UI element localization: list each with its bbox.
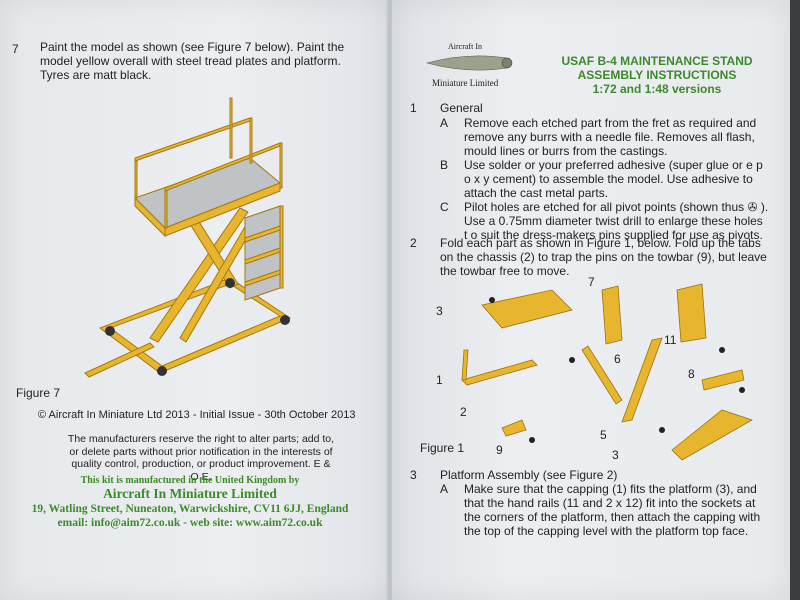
- step7-text: Paint the model as shown (see Figure 7 b…: [40, 40, 345, 82]
- fig1-callout-9: 9: [496, 443, 503, 457]
- item-3a-text: Make sure that the capping (1) fits the …: [464, 482, 761, 538]
- logo-text-bottom: Miniature Limited: [432, 78, 499, 88]
- item-b-text: Use solder or your preferred adhesive (s…: [464, 158, 763, 200]
- item-a-text: Remove each etched part from the fret as…: [464, 116, 757, 158]
- section3-title: Platform Assembly (see Figure 2): [440, 468, 618, 482]
- company-contact: email: info@aim72.co.uk - web site: www.…: [57, 517, 323, 529]
- step7-number: 7: [12, 42, 19, 56]
- section2-text: Fold each part as shown in Figure 1, bel…: [440, 236, 767, 278]
- item-3a-letter: A: [440, 482, 449, 496]
- disclaimer: The manufacturers reserve the right to a…: [67, 433, 335, 483]
- page-gutter: [386, 0, 394, 600]
- copyright-line: © Aircraft In Miniature Ltd 2013 - Initi…: [38, 409, 356, 421]
- section2-number: 2: [410, 236, 417, 250]
- figure7-label: Figure 7: [16, 386, 61, 400]
- fig1-callout-8: 8: [688, 367, 695, 381]
- fig1-callout-3b: 3: [612, 448, 619, 462]
- figure1-fold-diagram: [461, 283, 753, 461]
- item-c-text: Pilot holes are etched for all pivot poi…: [464, 200, 769, 242]
- section3-number: 3: [410, 468, 417, 482]
- doc-title: USAF B-4 MAINTENANCE STAND: [561, 54, 753, 68]
- fig1-callout-7: 7: [588, 275, 595, 289]
- fig1-callout-3a: 3: [436, 304, 443, 318]
- company-address: 19, Watling Street, Nuneaton, Warwickshi…: [31, 503, 349, 515]
- left-page: 7 Paint the model as shown (see Figure 7…: [0, 0, 388, 600]
- doc-subtitle: ASSEMBLY INSTRUCTIONS: [577, 68, 737, 82]
- company-name: Aircraft In Miniature Limited: [103, 486, 277, 501]
- figure7-maintenance-stand-illustration: [84, 97, 292, 378]
- section1-number: 1: [410, 101, 417, 115]
- made-in-uk-line: This kit is manufactured in the United K…: [80, 475, 300, 486]
- right-page: Aircraft In Miniature Limited USAF B-4 M…: [392, 0, 790, 600]
- item-b-letter: B: [440, 158, 449, 172]
- doc-versions: 1:72 and 1:48 versions: [592, 82, 722, 96]
- logo-text-top: Aircraft In: [448, 42, 482, 51]
- aircraft-in-miniature-logo: [425, 55, 513, 71]
- fig1-callout-1: 1: [436, 373, 443, 387]
- fig1-callout-6: 6: [614, 352, 621, 366]
- fig1-callout-5: 5: [600, 428, 607, 442]
- item-a-letter: A: [440, 116, 449, 130]
- fig1-callout-2: 2: [460, 405, 467, 419]
- fig1-callout-11: 11: [664, 333, 677, 347]
- figure1-label: Figure 1: [420, 441, 465, 455]
- item-c-letter: C: [440, 200, 449, 214]
- section1-title: General: [440, 101, 483, 115]
